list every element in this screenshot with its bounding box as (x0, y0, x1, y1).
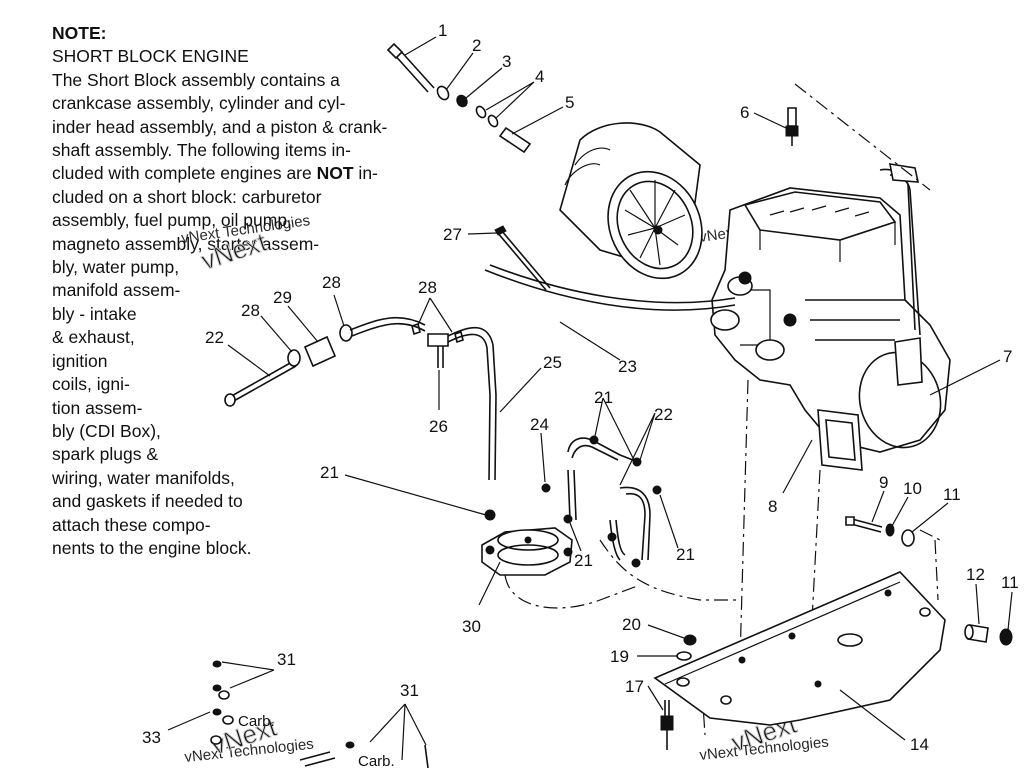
carb-label: Carb. (358, 753, 395, 768)
callout-21: 21 (574, 551, 593, 570)
callout-8: 8 (768, 497, 777, 516)
washer-10 (885, 523, 895, 537)
note-line: bly, water pump, (52, 257, 180, 278)
note-line: spark plugs & (52, 444, 159, 465)
note-line: bly (CDI Box), (52, 420, 161, 441)
callout-4: 4 (535, 67, 544, 86)
fuel-line-with-tee (349, 316, 497, 521)
stud-17 (660, 700, 674, 750)
callout-22: 22 (205, 328, 224, 347)
engine-block (710, 163, 951, 453)
spacer-12 (964, 624, 989, 643)
note-line: bly - intake (52, 303, 137, 324)
note-line-not: cluded with complete engines are NOT in- (52, 162, 472, 185)
note-line: manifold assem- (52, 280, 181, 301)
callout-27: 27 (443, 225, 462, 244)
note-line: assembly, fuel pump, oil pump, (52, 210, 292, 231)
bolt-9 (845, 516, 883, 533)
note-heading: NOTE: (52, 23, 107, 43)
washer-3 (456, 94, 468, 108)
leader-lines (167, 36, 1013, 761)
callout-10: 10 (903, 479, 922, 498)
note-line: inder head assembly, and a piston & cran… (52, 116, 388, 137)
callout-20: 20 (622, 615, 641, 634)
spacer-11 (901, 529, 915, 547)
rod-27 (494, 225, 551, 291)
note-line-prefix: cluded with complete engines are (52, 163, 317, 184)
callout-25: 25 (543, 353, 562, 372)
note-line: cluded on a short block: carburetor (52, 186, 322, 207)
engine-mount-plate-14 (653, 571, 946, 726)
callout-5: 5 (565, 93, 574, 112)
note-line: shaft assembly. The following items in- (52, 140, 351, 161)
callout-2: 2 (472, 36, 481, 55)
callout-1: 1 (438, 21, 447, 40)
note-line: crankcase assembly, cylinder and cyl- (52, 93, 346, 114)
callout-14: 14 (910, 735, 929, 754)
callout-7: 7 (1003, 347, 1012, 366)
callout-9: 9 (879, 473, 888, 492)
callout-21: 21 (320, 463, 339, 482)
note-line: & exhaust, (52, 327, 135, 348)
callout-3: 3 (502, 52, 511, 71)
carb-hoses-31 (210, 660, 429, 768)
note-line: The Short Block assembly contains a (52, 69, 340, 90)
nut-11-right (999, 628, 1013, 646)
callout-12: 12 (966, 565, 985, 584)
callout-17: 17 (625, 677, 644, 696)
callout-24: 24 (530, 415, 549, 434)
callout-21: 21 (594, 388, 613, 407)
throttle-cable-23 (484, 264, 736, 311)
callout-30: 30 (462, 617, 481, 636)
callout-28: 28 (418, 278, 437, 297)
washer-19 (676, 651, 692, 661)
callout-6: 6 (740, 103, 749, 122)
callout-11: 11 (943, 485, 961, 504)
callout-21: 21 (676, 545, 695, 564)
nut-20 (683, 634, 697, 646)
callout-31: 31 (277, 650, 296, 669)
callout-numbers: 1 2 3 4 5 6 7 8 9 10 11 12 11 14 17 19 2… (142, 21, 1019, 754)
note-line-suffix: in- (353, 163, 378, 184)
spark-plug-6 (785, 107, 799, 146)
bolt-1 (386, 42, 435, 93)
callout-26: 26 (429, 417, 448, 436)
callout-28: 28 (241, 301, 260, 320)
note-line: attach these compo- (52, 514, 211, 535)
callout-33: 33 (142, 728, 161, 747)
callout-28: 28 (322, 273, 341, 292)
note-line: tion assem- (52, 397, 143, 418)
note-line: nents to the engine block. (52, 537, 252, 558)
recoil-starter (559, 122, 703, 280)
note-title: SHORT BLOCK ENGINE (52, 46, 249, 67)
note-line: magneto assembly, starter assem- (52, 233, 320, 254)
fuel-filter-29 (287, 324, 353, 368)
fuel-pump-8 (817, 409, 863, 471)
pump-30 (481, 527, 573, 576)
note-line: and gaskets if needed to (52, 491, 243, 512)
callout-29: 29 (273, 288, 292, 307)
callout-19: 19 (610, 647, 629, 666)
short-block-note: NOTE: SHORT BLOCK ENGINE The Short Block… (52, 22, 472, 560)
callout-31: 31 (400, 681, 419, 700)
callout-23: 23 (618, 357, 637, 376)
carb-label: Carb. (238, 713, 275, 730)
callout-22: 22 (654, 405, 673, 424)
sleeve-5 (498, 126, 532, 154)
note-not-emphasis: NOT (316, 163, 354, 184)
note-line: wiring, water manifolds, (52, 467, 235, 488)
fuel-line-22 (224, 361, 297, 407)
hoses-around-pump (504, 435, 740, 609)
note-line: coils, igni- (52, 374, 130, 395)
callout-11-right: 11 (1001, 573, 1019, 592)
dowel-pins-4 (475, 105, 499, 128)
note-line: ignition (52, 350, 108, 371)
